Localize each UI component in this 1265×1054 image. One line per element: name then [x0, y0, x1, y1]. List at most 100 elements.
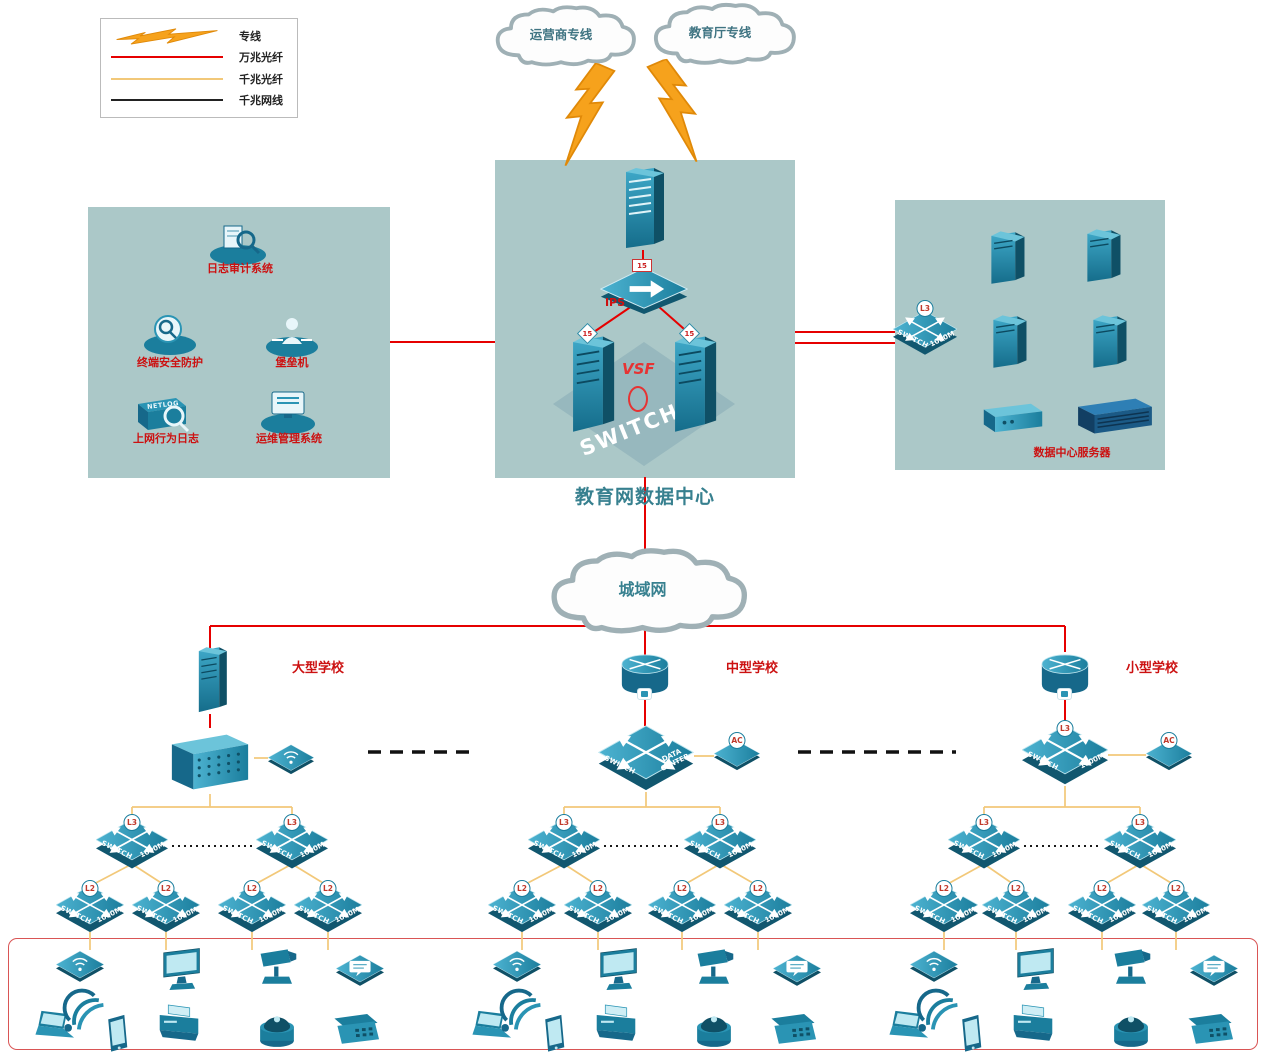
layer-badge: L3 [975, 814, 993, 831]
ops-management-system[interactable] [258, 390, 318, 434]
ptz-camera-node[interactable] [1106, 946, 1156, 990]
desktop-monitor-node[interactable] [1012, 948, 1062, 992]
border-firewall[interactable] [616, 164, 670, 254]
smartphone-node[interactable] [100, 1012, 134, 1054]
dome-camera-icon [691, 1004, 737, 1050]
cloud-metro-network[interactable]: 城域网 [535, 545, 750, 637]
legend-label: 万兆光纤 [239, 51, 283, 65]
datacenter-server[interactable] [984, 228, 1030, 288]
desktop-monitor-node[interactable] [595, 948, 645, 992]
datacenter-server[interactable] [986, 312, 1032, 372]
core-switch-tower-right[interactable] [662, 332, 718, 440]
desktop-monitor-node[interactable] [158, 948, 208, 992]
ptz-camera-node[interactable] [252, 946, 302, 990]
telephone-node[interactable] [767, 1006, 819, 1048]
cloud-education-label: 教育厅专线 [688, 24, 752, 40]
telephone-icon [767, 1006, 819, 1048]
large-school-gateway-server[interactable] [189, 646, 229, 716]
netlog-label: 上网行为日志 [133, 432, 199, 445]
chat-terminal-node[interactable] [773, 950, 821, 990]
dome-camera-node[interactable] [1108, 1004, 1154, 1050]
server-tower-icon [560, 332, 616, 440]
server-rack[interactable] [1074, 390, 1156, 440]
red-line-icon [111, 56, 229, 59]
desktop-monitor-icon [158, 948, 208, 992]
vsf-ring-icon [628, 386, 648, 412]
datacenter-server[interactable] [1080, 226, 1126, 286]
printer-node[interactable] [1008, 1003, 1058, 1047]
core-switch-tower-left[interactable] [560, 332, 616, 440]
smartphone-node[interactable] [537, 1012, 571, 1054]
endpoint-protection[interactable] [140, 312, 200, 356]
legend-label: 千兆光纤 [239, 72, 283, 86]
small-school-label: 小型学校 [1125, 661, 1178, 676]
ptz-camera-node[interactable] [689, 946, 739, 990]
l3-badge: L3 [916, 300, 934, 317]
bastion-host[interactable] [262, 314, 322, 358]
endpoint-protection-label: 终端安全防护 [137, 356, 203, 369]
printer-node[interactable] [591, 1003, 641, 1047]
yellow-line-icon [111, 77, 229, 80]
layer-badge: L3 [283, 814, 301, 831]
desktop-monitor-icon [1012, 948, 1062, 992]
ac-badge: AC [728, 732, 746, 749]
telephone-node[interactable] [1184, 1006, 1236, 1048]
small-school-core-switch[interactable]: L3 SWITCH 1000M [1022, 720, 1108, 786]
medium-school-label: 中型学校 [725, 661, 778, 676]
chat-terminal-node[interactable] [336, 950, 384, 990]
telephone-node[interactable] [330, 1006, 382, 1048]
rack-icon [1074, 390, 1156, 440]
layer-badge: L2 [319, 880, 337, 897]
wireless-ap-node[interactable] [910, 946, 958, 986]
layer-badge: L2 [589, 880, 607, 897]
cloud-operator-label: 运营商专线 [529, 26, 593, 42]
server-zone-switch[interactable]: L3 SWITCH 1000M [893, 300, 957, 362]
endpoint-protection-icon [140, 312, 200, 356]
wireless-ap-node[interactable] [56, 946, 104, 986]
dome-camera-node[interactable] [254, 1004, 300, 1050]
cloud-education-line[interactable]: 教育厅专线 [642, 2, 798, 66]
layer-badge: L3 [711, 814, 729, 831]
cloud-operator-line[interactable]: 运营商专线 [484, 4, 638, 68]
large-school-wireless-ap[interactable] [268, 740, 314, 778]
large-school-core-server[interactable] [166, 726, 254, 796]
storage-array[interactable] [980, 396, 1046, 438]
datacenter-server[interactable] [1086, 312, 1132, 372]
smartphone-node[interactable] [954, 1012, 988, 1054]
log-audit-label: 日志审计系统 [207, 262, 273, 275]
small-school-wireless-ac[interactable]: AC [1146, 732, 1192, 774]
dome-camera-node[interactable] [691, 1004, 737, 1050]
desktop-monitor-icon [595, 948, 645, 992]
layer-badge: L3 [555, 814, 573, 831]
layer-badge: L2 [935, 880, 953, 897]
layer-badge: L2 [1093, 880, 1111, 897]
ptz-camera-icon [252, 946, 302, 990]
chat-terminal-node[interactable] [1190, 950, 1238, 990]
bastion-host-icon [262, 314, 322, 358]
layer-badge: L2 [243, 880, 261, 897]
printer-node[interactable] [154, 1003, 204, 1047]
medium-school-wireless-ac[interactable]: AC [714, 732, 760, 774]
wireless-ap-node[interactable] [493, 946, 541, 986]
telephone-icon [330, 1006, 382, 1048]
